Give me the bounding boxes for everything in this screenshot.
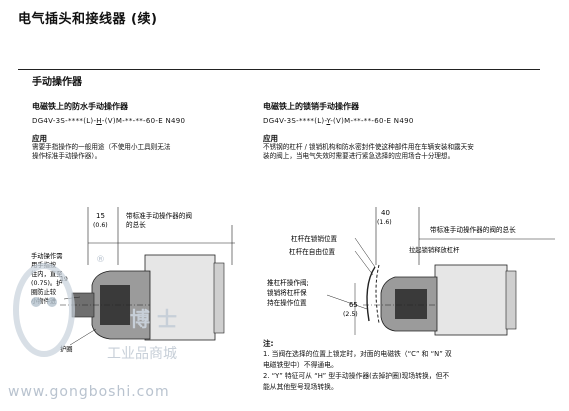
right-application-line-2: 装的阀上，当电气失效时需要进行紧急选择的应用场合十分理想。 xyxy=(263,152,455,160)
left-side-label-6: 小物件进 xyxy=(31,296,57,305)
right-model-pre: DG4V-3S-****(L)- xyxy=(263,117,327,125)
right-push-leader xyxy=(326,294,368,310)
left-retainer-label: 护圈 xyxy=(60,344,73,353)
section-divider xyxy=(18,69,540,70)
left-application-label: 应用 xyxy=(32,134,47,143)
right-application-text: 不锈钢的杠杆 / 锁销机构和防水密封件使这种部件用在车辆安装和露天安 装的阀上，… xyxy=(263,143,553,161)
right-dim-side-in: (2.5) xyxy=(343,311,358,318)
left-side-label-3: 往内，直至 xyxy=(31,269,62,278)
right-subtitle: 电磁铁上的锁销手动操作器 xyxy=(263,102,359,111)
right-application-label: 应用 xyxy=(263,134,278,143)
section-title: 手动操作器 xyxy=(32,77,82,88)
right-drawing: 40 (1.6) 带标准手动操作器的阀的总长 杠杆在锁销位置 杠杆在自由位置 拉… xyxy=(267,207,555,336)
left-dim-top: 15 xyxy=(96,212,105,220)
right-dim-top-in: (1.6) xyxy=(377,219,392,226)
left-model-highlight: H xyxy=(96,117,102,125)
left-side-label-5: 圈防止较 xyxy=(31,287,57,296)
right-model-post: -(V)M-**-**-60-E N490 xyxy=(330,117,414,125)
right-push-label-2: 锁销将杠杆保 xyxy=(267,288,307,297)
left-retainer-leader xyxy=(69,328,97,346)
left-application-line-2: 操作标准手动操作器）。 xyxy=(32,152,102,160)
left-model-code: DG4V-3S-****(L)-H-(V)M-**-**-60-E N490 xyxy=(32,117,185,125)
right-lever-locked-path xyxy=(375,264,380,324)
right-dim-side: 65 xyxy=(349,301,358,309)
note-line-1: 1. 当阀在选择的位置上锁定时，对面的电磁铁（“C” 和 “N” 双 xyxy=(263,350,452,358)
right-model-code: DG4V-3S-****(L)-Y-(V)M-**-**-60-E N490 xyxy=(263,117,414,125)
note-line-4: 能从其他型号现场转换。 xyxy=(263,383,338,391)
left-model-post: -(V)M-**-**-60-E N490 xyxy=(101,117,186,125)
notes-label: 注: xyxy=(263,339,274,348)
right-operator-core xyxy=(395,289,427,319)
right-lever-leader-2 xyxy=(354,250,374,276)
left-application-text: 需要手指操作的一般用途（不使用小工具则无法 操作标准手动操作器）。 xyxy=(32,143,242,161)
left-dim-top-in: (0.6) xyxy=(93,222,108,229)
right-lever-locked: 杠杆在锁销位置 xyxy=(291,234,338,243)
right-connector xyxy=(505,270,517,330)
note-line-2: 电磁铁型中）不得通电。 xyxy=(263,361,338,369)
note-line-3: 2. “Y” 特征可从 “H” 型手动操作器(去掉护圈)现场转换，但不 xyxy=(263,372,450,380)
right-lever-free-path xyxy=(366,266,376,322)
left-connector xyxy=(213,262,225,334)
notes-list: 1. 当阀在选择的位置上锁定时，对面的电磁铁（“C” 和 “N” 双 电磁铁型中… xyxy=(263,349,553,393)
watermark-registered: ® xyxy=(96,255,105,265)
page-title: 电气插头和接线器 (续) xyxy=(18,12,158,27)
watermark-mascot xyxy=(13,263,75,357)
left-model-pre: DG4V-3S-****(L)- xyxy=(32,117,97,125)
right-push-label-3: 持在操作位置 xyxy=(267,298,307,307)
left-drawing: 15 (0.6) 带标准手动操作器的阀 的总长 19 手动操作需 用手指按 往内… xyxy=(31,207,235,353)
right-dim-top: 40 xyxy=(381,209,390,217)
watermark-url: www.gongboshi.com xyxy=(8,384,170,400)
right-model-highlight: Y xyxy=(326,117,331,125)
left-side-label-1: 手动操作需 xyxy=(31,251,62,260)
left-subtitle: 电磁铁上的防水手动操作器 xyxy=(32,102,128,111)
right-pull-release: 拉起锁销释放杠杆 xyxy=(409,245,460,254)
watermark-tagline: 工业品商城 xyxy=(107,346,177,362)
left-side-label-4: (0.75)。护 xyxy=(31,278,63,287)
left-length-label-1: 带标准手动操作器的阀 xyxy=(126,211,192,220)
right-push-label-1: 推杠杆操作阀; xyxy=(267,278,309,287)
watermark-brand: 博 士 xyxy=(130,307,177,331)
right-application-line-1: 不锈钢的杠杆 / 锁销机构和防水密封件使这种部件用在车辆安装和露天安 xyxy=(263,143,474,151)
left-length-label-2: 的总长 xyxy=(126,220,146,229)
right-lever-free: 杠杆在自由位置 xyxy=(289,247,336,256)
left-application-line-1: 需要手指操作的一般用途（不使用小工具则无法 xyxy=(32,143,171,151)
right-length-label: 带标准手动操作器的阀的总长 xyxy=(430,225,516,234)
right-lever-leader-1 xyxy=(354,237,376,268)
right-solenoid-body xyxy=(434,264,508,336)
